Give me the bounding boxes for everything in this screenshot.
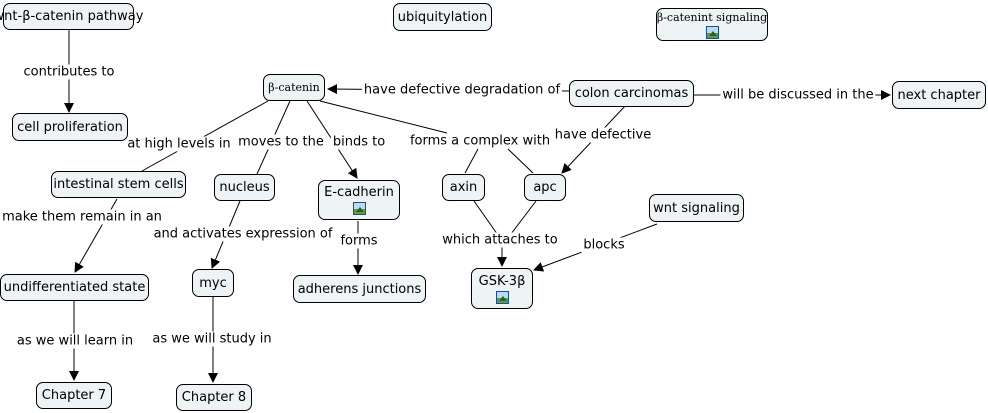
node-label: nucleus	[219, 180, 270, 195]
node-label: axin	[449, 180, 478, 195]
node-colon-carcinomas[interactable]: colon carcinomas	[569, 80, 694, 107]
link-label-high-levels: at high levels in	[125, 136, 233, 152]
node-next-chapter[interactable]: next chapter	[892, 81, 986, 109]
node-label: colon carcinomas	[574, 86, 689, 101]
node-beta-catenin-signaling[interactable]: β-catenint signaling	[656, 8, 768, 41]
link-label-forms: forms	[338, 233, 380, 249]
node-label: β-catenint signaling	[656, 10, 768, 24]
link-label-binds-to: binds to	[330, 134, 388, 150]
node-label: apc	[533, 180, 557, 195]
link-label-contributes-to: contributes to	[21, 64, 117, 80]
link-label-moves-to: moves to the	[236, 134, 326, 150]
edge-complex-axin	[464, 148, 479, 174]
node-label: next chapter	[897, 87, 981, 103]
link-label-blocks: blocks	[581, 237, 627, 253]
link-label-activates: and activates expression of	[151, 226, 335, 242]
node-label: cell proliferation	[17, 119, 123, 135]
node-label: wnt-β-catenin pathway	[0, 9, 144, 24]
node-gsk-3-beta[interactable]: GSK-3β	[471, 268, 533, 309]
link-label-have-defective: have defective	[552, 127, 654, 143]
node-undifferentiated-state[interactable]: undifferentiated state	[0, 274, 149, 301]
link-label-discussed-next: will be discussed in the	[720, 87, 876, 103]
edge-attaches-axin	[473, 200, 501, 239]
node-label: wnt signaling	[653, 200, 740, 216]
link-label-complex-with: forms a complex with	[407, 133, 553, 149]
link-label-remain-in: make them remain in an	[0, 209, 164, 225]
node-label: ubiquitylation	[397, 9, 488, 25]
node-label: β-catenin	[268, 81, 320, 94]
link-label-attaches-to: which attaches to	[440, 232, 560, 248]
link-label-defective-degradation: have defective degradation of	[361, 82, 563, 98]
node-apc[interactable]: apc	[524, 174, 566, 201]
node-label: intestinal stem cells	[53, 177, 184, 192]
edge-high-levels	[141, 100, 269, 172]
node-nucleus[interactable]: nucleus	[214, 174, 275, 201]
node-label: GSK-3β	[478, 273, 526, 289]
node-cell-proliferation[interactable]: cell proliferation	[12, 113, 128, 141]
node-beta-catenin[interactable]: β-catenin	[263, 74, 325, 101]
node-chapter-7[interactable]: Chapter 7	[36, 382, 112, 409]
link-label-learn-in: as we will learn in	[14, 333, 136, 349]
image-attachment-icon[interactable]	[705, 25, 719, 39]
node-label: adherens junctions	[297, 281, 422, 297]
node-label: Chapter 8	[181, 390, 247, 405]
link-label-study-in: as we will study in	[150, 331, 274, 347]
edge-attaches-apc	[507, 200, 537, 239]
node-ubiquitylation[interactable]: ubiquitylation	[393, 3, 492, 31]
image-attachment-icon[interactable]	[495, 290, 509, 304]
node-e-cadherin[interactable]: E-cadherin	[318, 180, 400, 220]
edge-complex-apc	[507, 148, 534, 174]
node-adherens-junctions[interactable]: adherens junctions	[293, 275, 426, 303]
node-label: undifferentiated state	[3, 280, 146, 295]
image-attachment-icon[interactable]	[352, 202, 366, 215]
node-axin[interactable]: axin	[442, 174, 485, 201]
node-label: Chapter 7	[41, 388, 107, 403]
node-wnt-signaling[interactable]: wnt signaling	[649, 194, 744, 222]
node-intestinal-stem-cells[interactable]: intestinal stem cells	[51, 171, 186, 198]
node-label: myc	[199, 275, 227, 291]
edge-complex-with	[319, 100, 448, 134]
node-wnt-beta-catenin-pathway[interactable]: wnt-β-catenin pathway	[0, 3, 143, 30]
node-myc[interactable]: myc	[192, 269, 234, 297]
node-label: E-cadherin	[324, 185, 394, 200]
node-chapter-8[interactable]: Chapter 8	[176, 384, 252, 411]
